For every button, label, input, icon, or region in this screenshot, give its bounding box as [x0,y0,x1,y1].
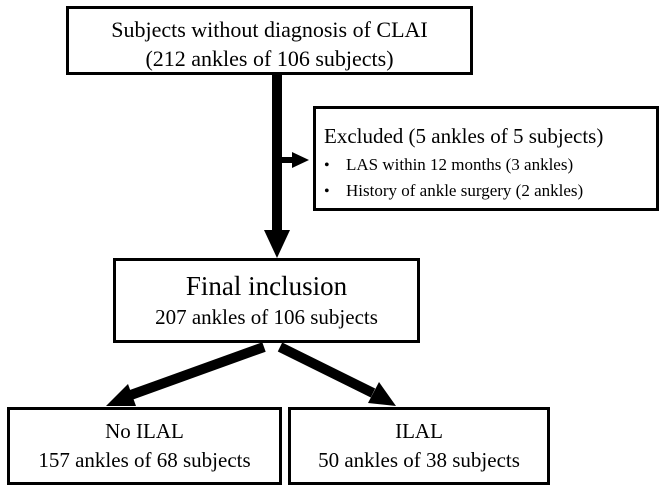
excluded-item: • LAS within 12 months (3 ankles) [324,152,656,178]
bullet-icon: • [324,183,330,200]
no-ilal-count: 157 ankles of 68 subjects [38,448,251,472]
final-inclusion-count: 207 ankles of 106 subjects [155,305,378,329]
subjects-box: Subjects without diagnosis of CLAI (212 … [66,6,473,75]
ilal-count: 50 ankles of 38 subjects [318,448,520,472]
subjects-count: (212 ankles of 106 subjects) [145,46,394,71]
bullet-icon: • [324,157,330,174]
left-diagonal-line [126,342,266,401]
ilal-title: ILAL [395,419,443,443]
excluded-box: Excluded (5 ankles of 5 subjects) • LAS … [313,106,659,211]
excluded-heading: Excluded (5 ankles of 5 subjects) [324,124,604,148]
subjects-heading: Subjects without diagnosis of CLAI [111,17,428,42]
left-diagonal-arrowhead [106,384,136,406]
no-ilal-box: No ILAL 157 ankles of 68 subjects [7,407,282,485]
ilal-box: ILAL 50 ankles of 38 subjects [288,407,550,485]
exclusion-arrowhead [292,152,309,168]
excluded-item-text: LAS within 12 months (3 ankles) [346,155,574,174]
right-diagonal-arrowhead [368,382,396,406]
right-diagonal-line [277,342,376,398]
final-inclusion-box: Final inclusion 207 ankles of 106 subjec… [113,258,420,343]
excluded-item: • History of ankle surgery (2 ankles) [324,178,656,204]
final-inclusion-title: Final inclusion [185,271,348,301]
main-arrowhead [264,230,290,258]
no-ilal-title: No ILAL [105,419,184,443]
excluded-item-text: History of ankle surgery (2 ankles) [346,181,584,200]
